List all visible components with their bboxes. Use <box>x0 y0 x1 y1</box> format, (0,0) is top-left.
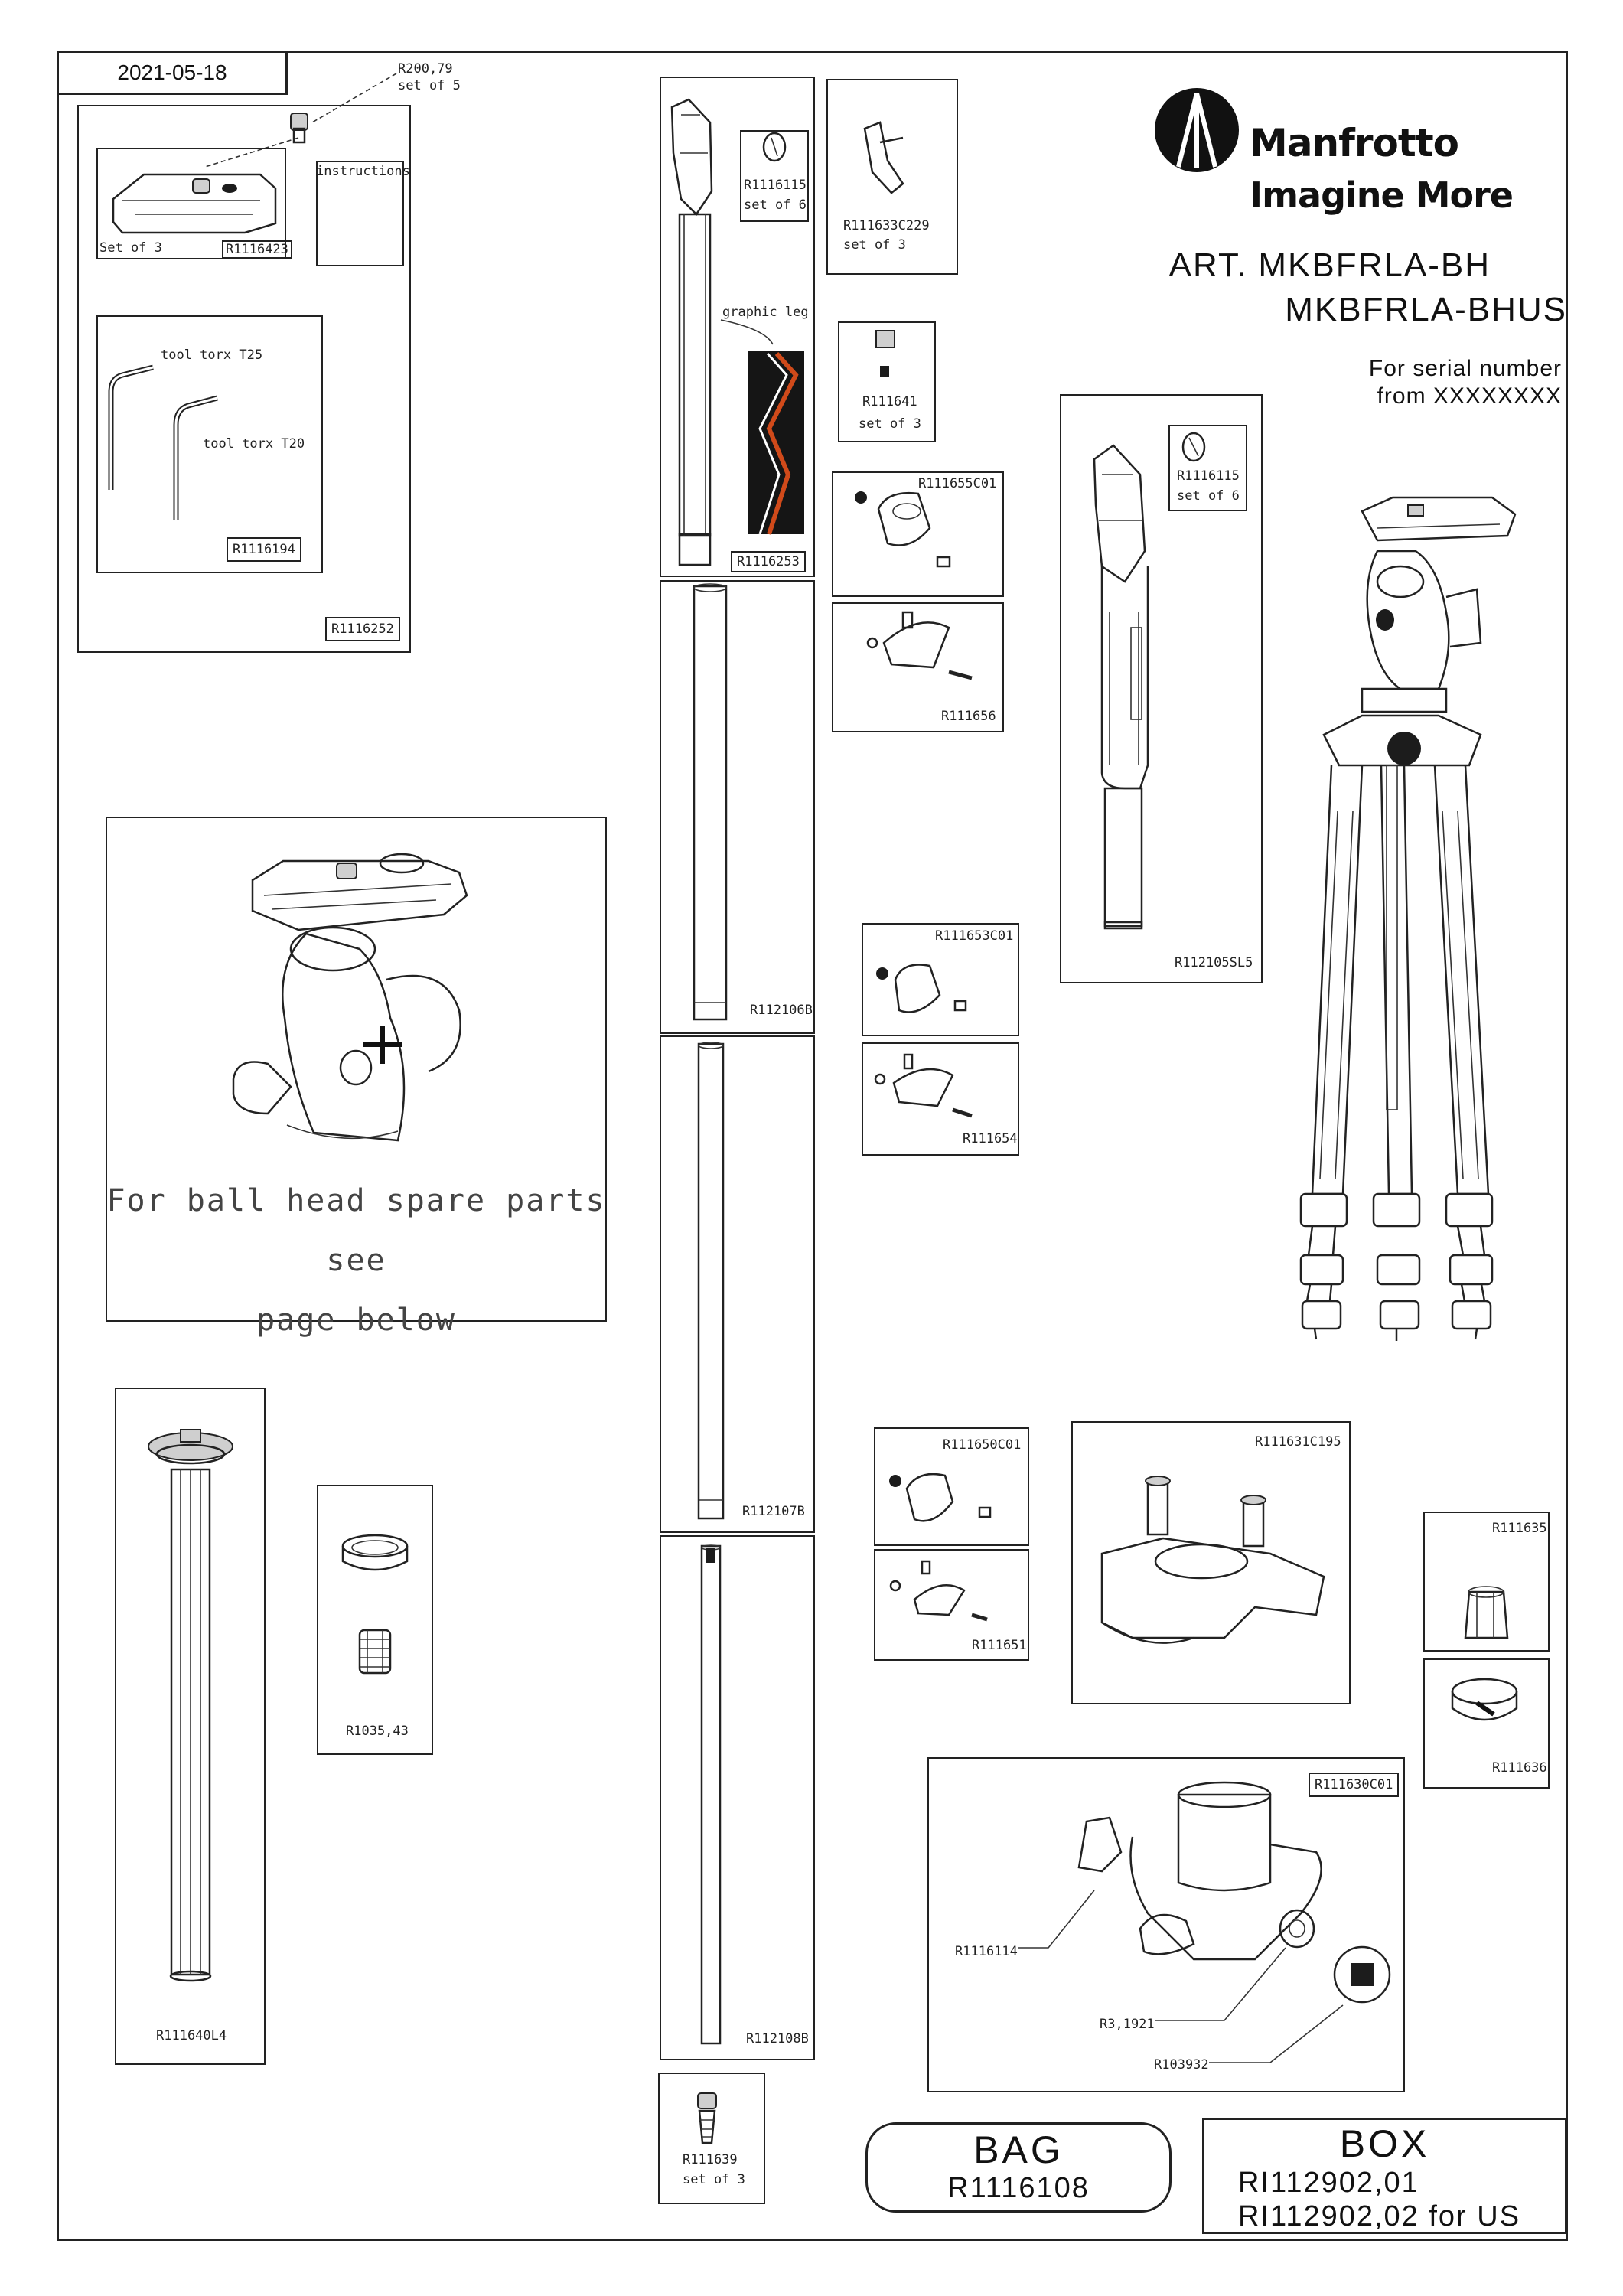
r1116114-label: R1116114 <box>955 1944 1018 1959</box>
bag-code: R1116108 <box>947 2172 1090 2204</box>
r1116115-a-set-label: set of 6 <box>744 197 807 213</box>
r111650c01-label: R111650C01 <box>943 1437 1022 1453</box>
r111631c195-label: R111631C195 <box>1255 1434 1341 1450</box>
ballhead-note-line1: For ball head spare parts see <box>106 1183 606 1278</box>
bag-label-box: BAG R1116108 <box>865 2122 1172 2213</box>
brand-name: Manfrotto <box>1250 121 1459 165</box>
r112107b-label: R112107B <box>742 1504 805 1519</box>
r111635-box <box>1423 1512 1550 1652</box>
plate-code-label: R1116423 <box>222 240 292 259</box>
ballhead-note: For ball head spare parts see page below <box>106 1171 607 1350</box>
r112108b-label: R112108B <box>746 2031 809 2047</box>
r111655c01-label: R111655C01 <box>918 476 997 491</box>
r111650c01-box <box>874 1427 1029 1546</box>
tool-t25-label: tool torx T25 <box>161 347 263 363</box>
tools-code-label: R1116194 <box>227 537 301 563</box>
foot-box-a <box>740 130 809 222</box>
ballhead-box <box>106 817 607 1322</box>
box-label-box: BOX RI112902,01 RI112902,02 for US <box>1202 2118 1567 2234</box>
r111653c01-box <box>862 923 1019 1036</box>
leg-box-r112108b <box>660 1535 815 2060</box>
r200-label: R200,79 <box>398 61 453 77</box>
tools-box <box>96 315 323 573</box>
r1116253-label: R1116253 <box>731 551 806 573</box>
r111636-box <box>1423 1658 1550 1789</box>
r111630c01-label: R111630C01 <box>1309 1773 1400 1798</box>
r111651-label: R111651 <box>972 1638 1027 1653</box>
column-code-label: R111640L4 <box>156 2028 227 2043</box>
r1035-label: R1035,43 <box>346 1724 409 1739</box>
r111641-set-label: set of 3 <box>859 416 921 432</box>
r111630c01-box <box>927 1757 1405 2092</box>
r111651-box <box>874 1549 1029 1661</box>
ballhead-note-line2: page below <box>256 1303 456 1338</box>
r112106b-label: R112106B <box>750 1003 813 1018</box>
graphic-leg-label: graphic leg <box>722 305 809 320</box>
instructions-label: instructions <box>316 164 410 179</box>
r200-set-label: set of 5 <box>398 78 461 93</box>
bag-title: BAG <box>973 2128 1064 2171</box>
r111636-label: R111636 <box>1492 1760 1547 1776</box>
serial-line-1: For serial number <box>1368 356 1562 381</box>
r111635-label: R111635 <box>1492 1521 1547 1536</box>
box-title: BOX <box>1339 2122 1430 2165</box>
r111656-label: R111656 <box>941 709 996 724</box>
r1035-box <box>317 1485 433 1755</box>
r112105sl5-label: R112105SL5 <box>1175 955 1253 970</box>
r111631c195-box <box>1071 1421 1351 1704</box>
article-code-1: ART. MKBFRLA-BH <box>1168 246 1491 284</box>
r103932-label: R103932 <box>1154 2057 1209 2073</box>
r111639-label: R111639 <box>683 2152 738 2167</box>
r3-1921-label: R3,1921 <box>1100 2017 1155 2032</box>
r111633c229-label: R111633C229 <box>843 218 930 233</box>
tool-t20-label: tool torx T20 <box>203 436 305 452</box>
r111633c229-box <box>826 79 958 275</box>
r1116115-a-label: R1116115 <box>744 178 807 193</box>
box-code-2: RI112902,02 for US <box>1238 2200 1521 2232</box>
foot-box-b <box>1168 425 1247 511</box>
r111639-set-label: set of 3 <box>683 2172 745 2187</box>
r111641-label: R111641 <box>862 394 917 409</box>
revision-date: 2021-05-18 <box>57 51 288 95</box>
r111653c01-label: R111653C01 <box>935 928 1014 944</box>
brand-tagline: Imagine More <box>1250 174 1514 216</box>
instructions-box <box>316 161 404 266</box>
leg-box-r112107b <box>660 1035 815 1533</box>
drawing-frame <box>57 51 1568 2241</box>
r1116115-b-label: R1116115 <box>1177 468 1240 484</box>
kit-code-label: R1116252 <box>325 617 400 642</box>
plate-set-label: Set of 3 <box>99 240 162 256</box>
box-code-1: RI112902,01 <box>1238 2167 1419 2199</box>
r111654-label: R111654 <box>963 1131 1018 1146</box>
serial-line-2: from XXXXXXXX <box>1377 383 1562 409</box>
leg-box-r112106b <box>660 580 815 1034</box>
article-code-2: MKBFRLA-BHUS <box>1285 291 1567 328</box>
r1116115-b-set-label: set of 6 <box>1177 488 1240 504</box>
r111633c229-set-label: set of 3 <box>843 237 906 253</box>
